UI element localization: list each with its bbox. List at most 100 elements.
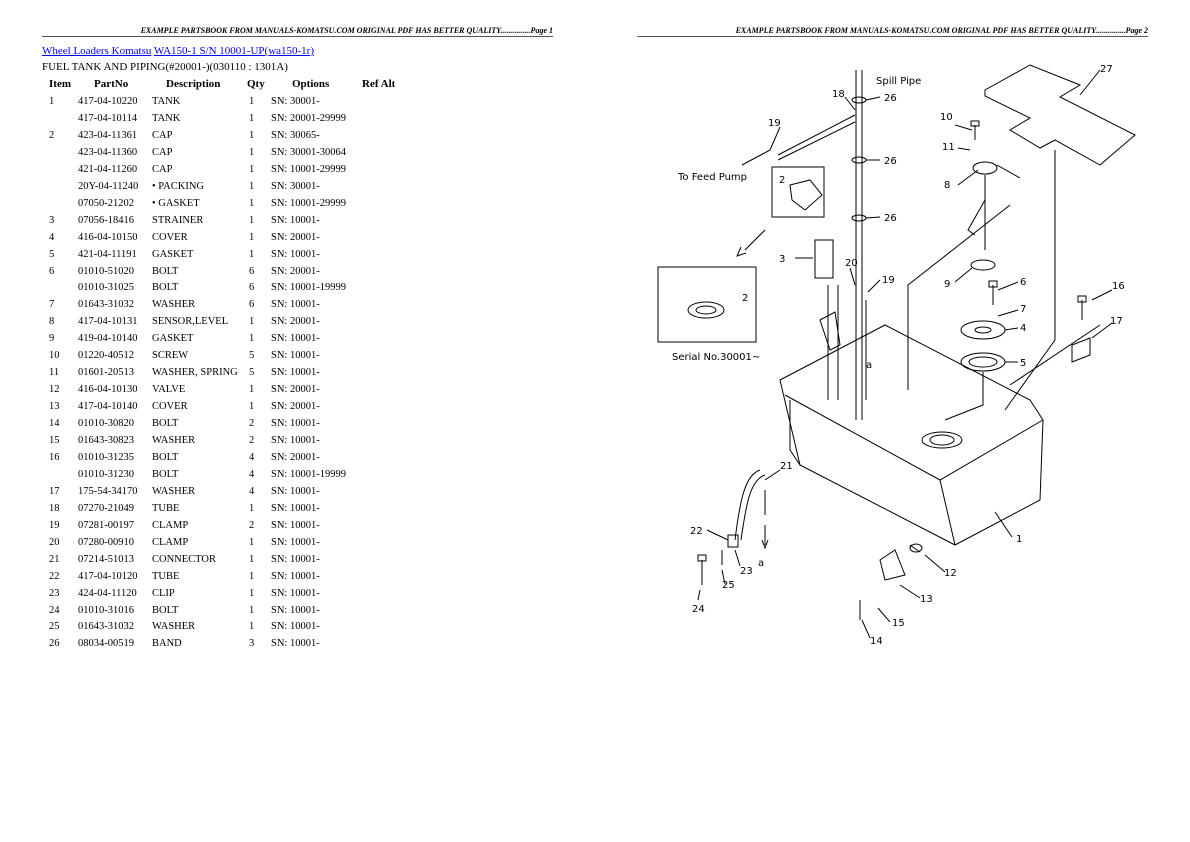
cell-description: CAP [152, 129, 173, 141]
cell-partno: 07270-21049 [78, 502, 134, 514]
cell-options: SN: 10001-29999 [271, 163, 346, 175]
cell-item: 21 [49, 553, 60, 565]
cell-description: • PACKING [152, 180, 205, 192]
cell-description: CAP [152, 163, 173, 175]
cell-options: SN: 10001- [271, 333, 320, 345]
breadcrumb-link-wheel-loaders[interactable]: Wheel Loaders Komatsu [42, 45, 152, 57]
col-options: Options [292, 78, 330, 90]
col-ref-alt: Ref Alt [362, 78, 396, 90]
cell-partno: 07056-18416 [78, 214, 134, 226]
cell-qty: 1 [249, 248, 255, 260]
callout-label: 26 [884, 93, 897, 104]
cell-qty: 1 [249, 96, 255, 107]
callout-label: a [866, 360, 872, 371]
cell-description: TUBE [152, 502, 180, 514]
cell-partno: 01010-31016 [78, 604, 134, 616]
cell-options: SN: 10001- [271, 248, 320, 260]
cell-description: VALVE [152, 384, 186, 396]
cell-options: SN: 10001- [271, 485, 320, 497]
plate-outline [984, 64, 1136, 166]
callout-label: 17 [1110, 316, 1123, 327]
cell-qty: 6 [249, 265, 255, 277]
cell-partno: 01643-30823 [78, 435, 134, 446]
callout-label: 7 [1020, 304, 1026, 315]
callout-label: 19 [768, 118, 781, 129]
callout-label: 12 [944, 568, 957, 579]
cell-qty: 1 [249, 502, 255, 514]
cell-options: SN: 10001- [271, 367, 320, 379]
cell-qty: 1 [249, 604, 255, 616]
cell-options: SN: 30001- [271, 180, 320, 192]
cell-partno: 423-04-11361 [78, 129, 138, 141]
note-spill-pipe: Spill Pipe [876, 76, 921, 87]
cell-partno: 07280-00910 [78, 536, 134, 548]
callout-label: 16 [1112, 281, 1125, 292]
cell-qty: 1 [249, 180, 255, 192]
cell-item: 17 [49, 485, 60, 497]
cell-partno: 417-04-10131 [78, 316, 138, 328]
cell-options: SN: 30065- [271, 129, 320, 141]
callout-label: 18 [832, 89, 845, 100]
cell-qty: 2 [249, 519, 255, 531]
cell-qty: 1 [249, 197, 255, 209]
cell-partno: 01220-40512 [78, 350, 134, 362]
cell-options: SN: 10001- [271, 570, 320, 582]
cell-options: SN: 20001- [271, 231, 320, 243]
cell-partno: 421-04-11191 [78, 248, 137, 260]
cell-options: SN: 20001- [271, 401, 320, 413]
col-description: Description [166, 78, 221, 90]
callout-label: 24 [692, 604, 705, 615]
cell-options: SN: 20001- [271, 451, 320, 463]
cell-item: 13 [49, 401, 60, 413]
col-item: Item [49, 78, 71, 90]
col-partno: PartNo [94, 78, 129, 90]
cell-item: 8 [49, 316, 55, 328]
cell-partno: 07214-51013 [78, 553, 134, 565]
callout-label: 10 [940, 112, 953, 123]
cell-qty: 5 [249, 367, 255, 379]
section-title: FUEL TANK AND PIPING(#20001-)(030110 : 1… [42, 61, 288, 73]
callout-label: 21 [780, 461, 793, 472]
cell-qty: 6 [249, 282, 255, 294]
note-serial: Serial No.30001~ [672, 352, 760, 363]
callout-label: 2 [742, 293, 748, 304]
cell-partno: 423-04-11360 [78, 146, 138, 158]
cell-description: WASHER [152, 485, 196, 497]
breadcrumb-link-model[interactable]: WA150-1 S/N 10001-UP(wa150-1r) [153, 45, 315, 57]
cell-item: 14 [49, 418, 60, 430]
cell-partno: 01643-31032 [78, 621, 134, 633]
callout-label: 22 [690, 526, 703, 537]
callout-label: 26 [884, 156, 897, 167]
cell-description: TANK [152, 112, 181, 124]
callout-label: 19 [882, 275, 895, 286]
cell-item: 9 [49, 333, 55, 345]
cell-qty: 1 [249, 587, 255, 599]
cell-item: 23 [49, 587, 60, 599]
cell-options: SN: 10001- [271, 350, 320, 362]
cell-item: 5 [49, 248, 55, 260]
callout-label: 13 [920, 594, 933, 605]
cell-description: SCREW [152, 350, 189, 362]
cell-partno: 417-04-10120 [78, 570, 138, 582]
cell-options: SN: 10001-19999 [271, 282, 346, 294]
cell-partno: 07281-00197 [78, 519, 134, 531]
callout-label: 8 [944, 180, 950, 191]
cell-description: WASHER [152, 621, 196, 633]
cell-options: SN: 10001- [271, 638, 320, 650]
cell-item: 19 [49, 519, 60, 531]
cell-description: • GASKET [152, 197, 200, 209]
cell-qty: 4 [249, 485, 255, 497]
cell-item: 25 [49, 621, 60, 633]
tank-outline [779, 324, 1044, 546]
cell-qty: 1 [249, 621, 255, 633]
callout-label: 5 [1020, 358, 1026, 369]
cell-qty: 6 [249, 299, 255, 311]
callout-label: 15 [892, 618, 905, 629]
cell-item: 3 [49, 214, 55, 226]
cell-qty: 1 [249, 112, 255, 124]
cell-qty: 1 [249, 231, 255, 243]
cell-partno: 08034-00519 [78, 638, 134, 650]
cell-partno: 417-04-10114 [78, 112, 138, 124]
cell-item: 10 [49, 350, 60, 362]
callout-label: 4 [1020, 323, 1026, 334]
